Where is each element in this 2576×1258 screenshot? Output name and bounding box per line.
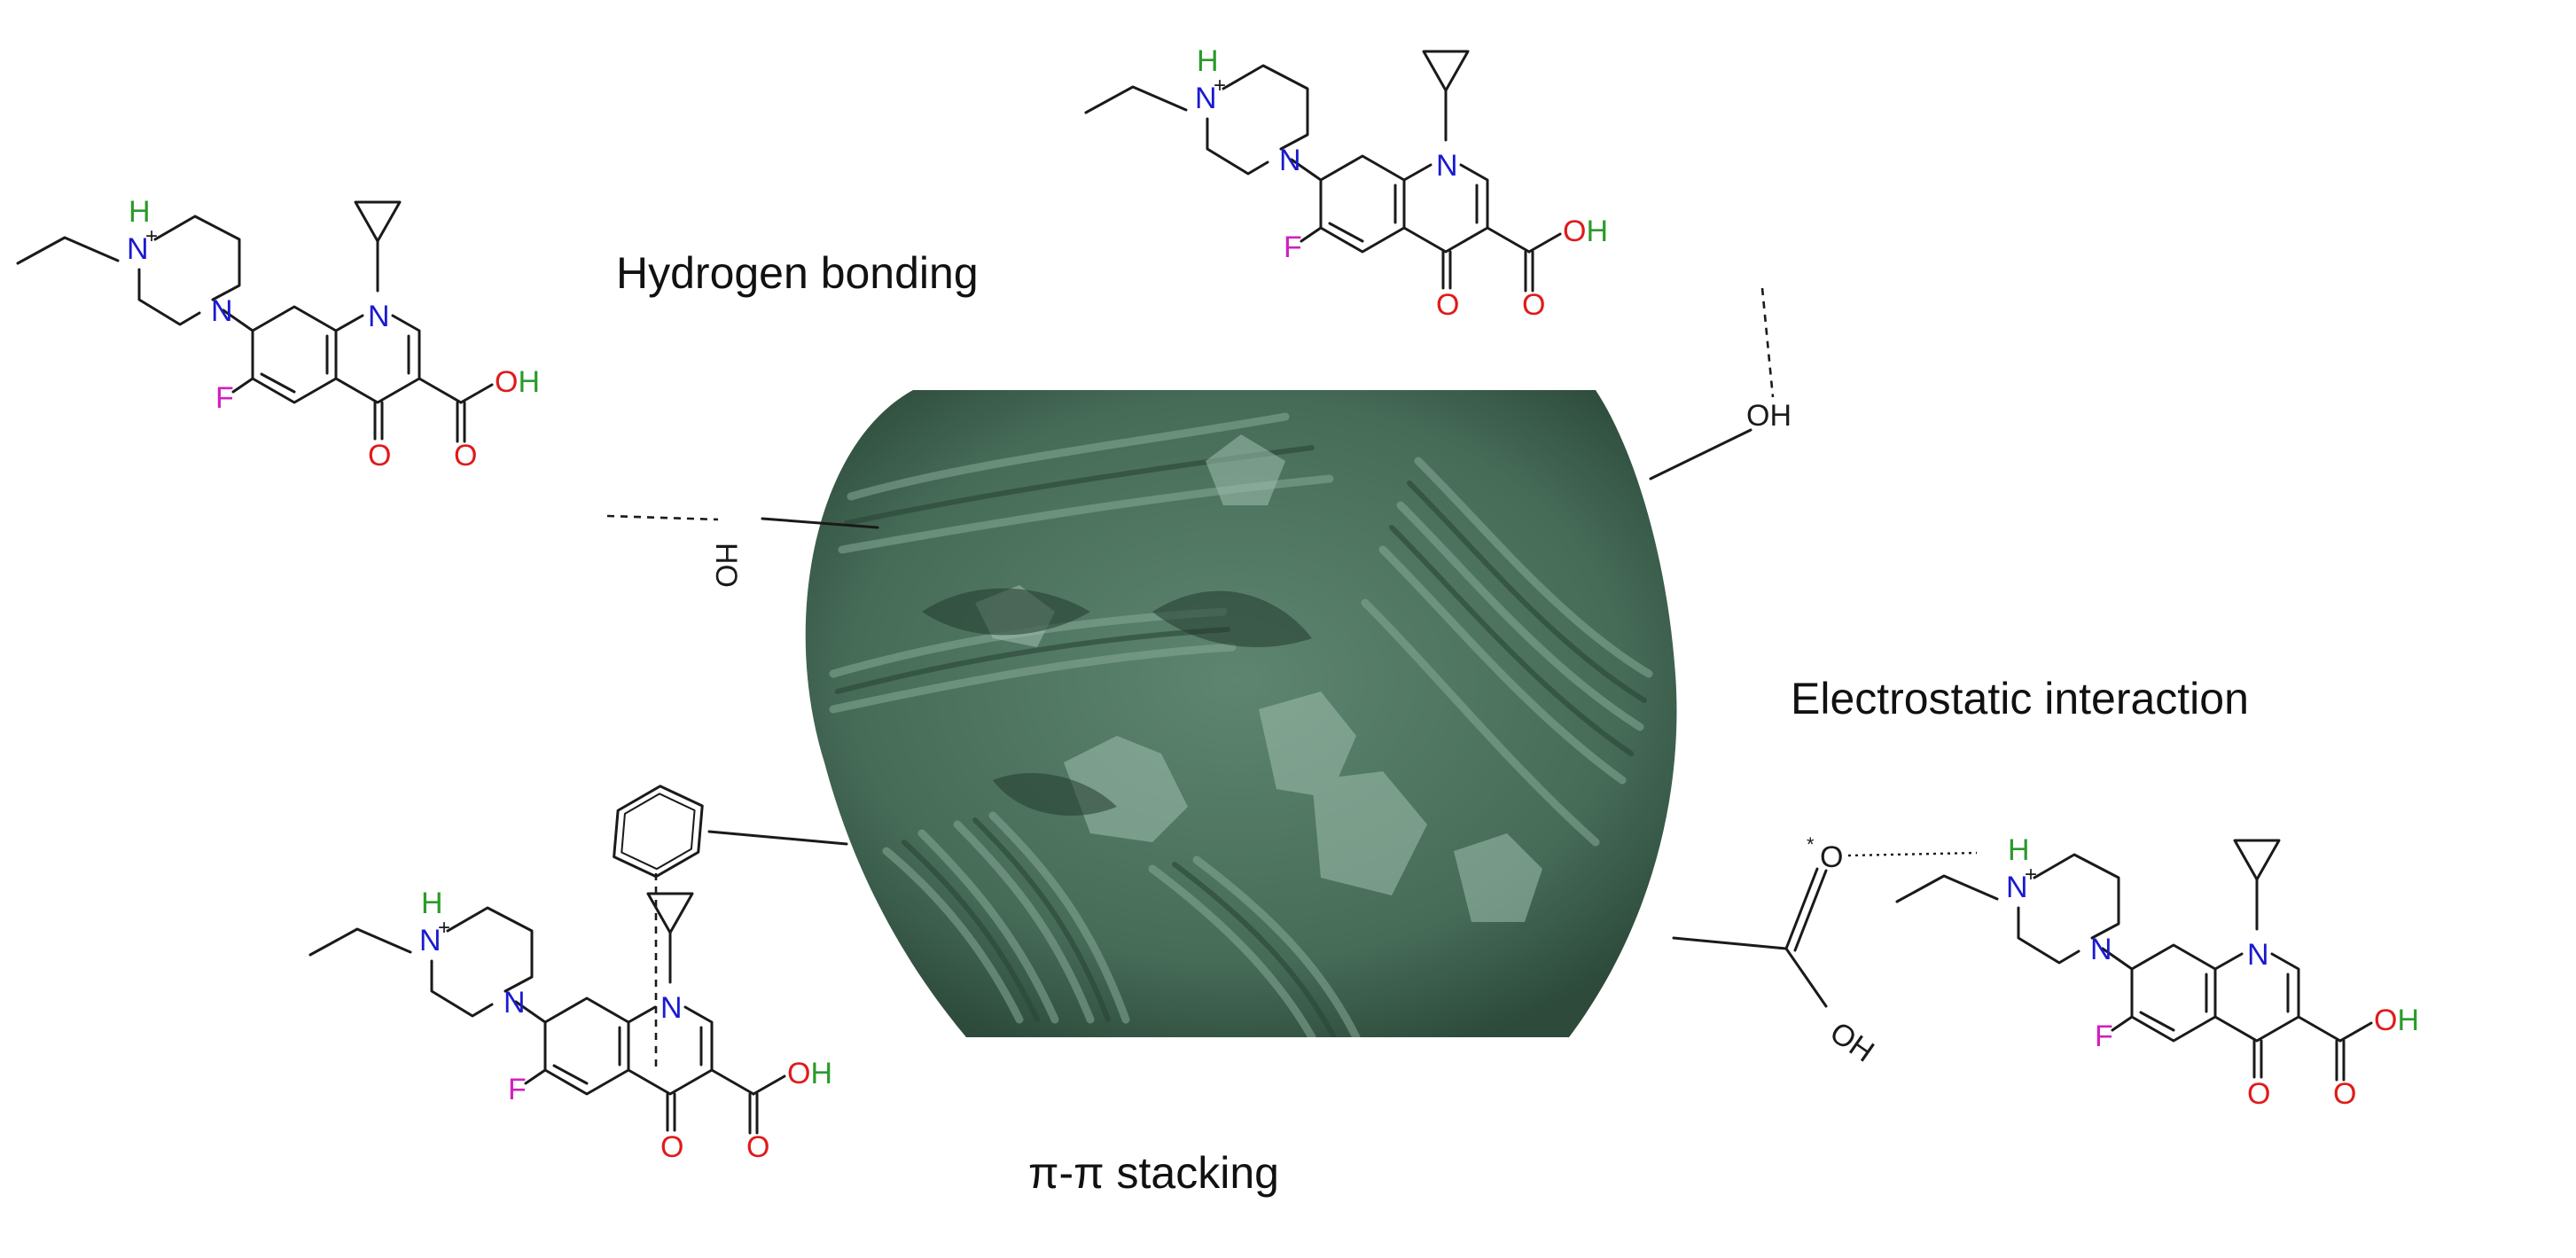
atom-plus: + xyxy=(145,224,158,248)
hbond-left: HO xyxy=(606,514,879,588)
atom-oh-carboxyl: OH xyxy=(1563,215,1608,248)
atom-n1: N xyxy=(2247,938,2269,972)
atom-n1: N xyxy=(1436,149,1458,183)
hbond-top: OH xyxy=(1649,287,1791,481)
atom-o-carboxyl: O xyxy=(2333,1077,2356,1111)
atom-plus: + xyxy=(2025,863,2037,887)
atom-h: H xyxy=(129,195,151,229)
atom-h: H xyxy=(2008,833,2030,867)
atom-oh-carboxyl: OH xyxy=(495,365,540,399)
molecule-bottom-right: N + H N N F O O OH xyxy=(1895,833,2419,1111)
atom-o-carboxyl: O xyxy=(1522,288,1545,322)
atom-o-carboxyl: O xyxy=(454,439,477,473)
atom-oh-carboxyl: OH xyxy=(2374,1004,2419,1037)
atom-plus: + xyxy=(1214,74,1226,98)
surface-oh-rot: OH xyxy=(1823,1015,1880,1068)
surface-oh-label: OH xyxy=(1746,399,1791,433)
electrostatic-group: O * OH xyxy=(1672,833,1978,1069)
surface-o-minus: O xyxy=(1820,840,1843,874)
molecule-left: N + H N N F O O OH xyxy=(16,195,540,473)
atom-n-plus: N xyxy=(1195,82,1217,115)
atom-o-carboxyl: O xyxy=(746,1130,769,1164)
atom-f: F xyxy=(2095,1020,2113,1053)
atom-n-plus: N xyxy=(127,232,149,266)
atom-n-plus: N xyxy=(419,924,441,957)
molecule-bottom-left: N + H N N F O O OH xyxy=(308,887,832,1164)
label-pi-stacking: π-π stacking xyxy=(1028,1148,1279,1198)
atom-n1: N xyxy=(660,991,683,1025)
molecule-top: N + H N N F O O OH xyxy=(1084,44,1608,322)
atom-f: F xyxy=(1284,231,1302,264)
label-hydrogen-bonding: Hydrogen bonding xyxy=(616,248,979,298)
atom-h: H xyxy=(421,887,443,920)
atom-n4: N xyxy=(2090,933,2112,966)
pi-stacking-group xyxy=(613,785,848,1073)
atom-o-keto: O xyxy=(660,1130,683,1164)
surface-ho-label: HO xyxy=(709,543,743,588)
atom-n-plus: N xyxy=(2006,871,2028,904)
atom-n4: N xyxy=(1279,144,1301,177)
atom-n1: N xyxy=(368,300,390,333)
atom-o-keto: O xyxy=(2247,1077,2270,1111)
atom-o-keto: O xyxy=(1436,288,1459,322)
surface-minus-sign: * xyxy=(1807,833,1815,856)
atom-plus: + xyxy=(438,916,450,940)
atom-f: F xyxy=(215,381,234,415)
atom-n4: N xyxy=(211,294,233,328)
atom-h: H xyxy=(1197,44,1219,78)
sem-micrograph xyxy=(805,390,1677,1037)
label-electrostatic-interaction: Electrostatic interaction xyxy=(1791,674,2249,723)
atom-f: F xyxy=(508,1073,527,1106)
atom-oh-carboxyl: OH xyxy=(787,1057,832,1090)
atom-n4: N xyxy=(503,986,526,1020)
atom-o-keto: O xyxy=(368,439,391,473)
